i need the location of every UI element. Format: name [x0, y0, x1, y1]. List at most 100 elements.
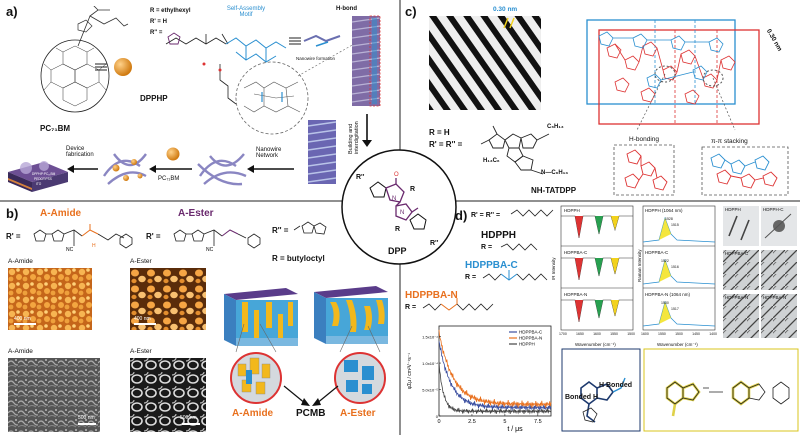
legend-label-2: HDPPH: [519, 342, 535, 347]
hdpph-chain: [500, 243, 538, 251]
tem-label-3: HDPPBA-C: [725, 251, 749, 256]
hdppban-label: HDPPBA-N: [405, 290, 458, 301]
y-tick-label-0: 0: [436, 414, 439, 419]
panel-a: a) PC₇₁BM R = ethylhexyl R' = H R'' = Se…: [0, 0, 398, 200]
equivalence-icon: [95, 63, 107, 71]
device-layer-1: DPPHP:PC₇₁BM: [32, 172, 56, 176]
stylized-molecule: [303, 34, 341, 47]
chem-box-1: [561, 348, 641, 432]
chem-box-2: [643, 348, 799, 432]
spacing-label-left: 0.30 nm: [493, 6, 518, 13]
pc71bm-sphere-small: [166, 147, 180, 161]
left-arrow-2: [149, 165, 192, 173]
tem-label-1: HDPPH: [725, 207, 741, 212]
bonded-h-label: Bonded H: [565, 394, 599, 401]
ir-tick-4: 1550: [610, 332, 618, 336]
raman-peak-2: 1515: [671, 223, 679, 227]
pi-stacking-inset: [701, 146, 789, 196]
ir-y-label: IR Intensity: [551, 257, 556, 280]
raman-spectra-panel: [642, 205, 716, 331]
hexyl-label-1: C₆H₁₃: [547, 124, 564, 130]
amide-sidechain: NC H: [33, 224, 133, 252]
raman-tick-5: 1400: [709, 332, 717, 336]
y-tick-label-2: 1.0x10⁻⁴: [422, 361, 438, 366]
device-layer-2: PEDOT:PSS: [34, 177, 52, 181]
ir-x-label: Wavenumber (cm⁻¹): [575, 342, 616, 347]
pc71bm-sphere: [114, 58, 132, 76]
morphology-block-ester: [314, 286, 388, 344]
nanowire-network: [197, 153, 247, 186]
raman-panel-label-2: HDPPBA-C: [645, 250, 669, 255]
dpp-r-n1: R: [410, 186, 416, 193]
chart-plot-frame: [438, 325, 552, 417]
panel-d-label: d): [455, 208, 468, 223]
panel-c-label: c): [405, 4, 417, 19]
block-label-ester: Cathode: [334, 282, 348, 286]
tem-image-2: [761, 206, 797, 246]
x-axis-label: t / μs: [507, 426, 523, 433]
zoom-circle-amide: [230, 352, 282, 404]
y-tick-label-1: 5.0x10⁻⁵: [422, 387, 438, 392]
y-tick-label-3: 1.5x10⁻⁴: [422, 334, 438, 339]
tem-image-1: [723, 206, 759, 246]
dpp-r-n2: R: [395, 226, 401, 233]
svg-text:N: N: [392, 196, 396, 202]
self-assembly-label: Self-Assembly Motif: [226, 6, 266, 18]
nanowire-formation-label: Nanowire formation: [296, 56, 336, 61]
pc71bm-label: PC₇₁BM: [40, 124, 71, 133]
result-ester-label: A-Ester: [340, 408, 376, 419]
svg-text:H: H: [92, 243, 96, 249]
hbonding-label: H-bonding: [629, 136, 659, 143]
d-rp-def: R' = R'' =: [471, 212, 501, 219]
sem-image-amide: [8, 358, 100, 432]
scale-label-sem-amide: 500 nm: [78, 415, 95, 421]
afm-image-amide: [8, 268, 92, 330]
panel-b-label: b): [6, 206, 19, 221]
hdppban-chain: [422, 298, 494, 311]
inset-connectors: [636, 73, 736, 131]
morphology-block-amide: [224, 288, 298, 346]
afm-ester-caption: A-Ester: [130, 258, 152, 265]
left-arrow-1: [247, 165, 294, 173]
hdppbac-label: HDPPBA-C: [465, 260, 518, 271]
tem-image-3: [723, 250, 759, 290]
tatdpp-sidechain: [480, 125, 550, 175]
raman-y-label: Raman Intensity: [637, 249, 642, 282]
nanowire-network-label: Nanowire Network: [256, 147, 282, 159]
raman-peak-4: 1516: [671, 265, 679, 269]
ir-spectra-panel: [560, 205, 634, 331]
left-arrow-3: [67, 165, 98, 173]
hexyl-label-2: H₁₃C₆: [483, 158, 500, 164]
hdppbac-chain: [482, 270, 548, 281]
tem-image-6: [761, 294, 797, 338]
raman-x-label: Wavenumber (cm⁻¹): [657, 342, 698, 347]
ir-tick-2: 1650: [576, 332, 584, 336]
dpphp-label: DPPHP: [140, 94, 168, 103]
r-def-butyloctyl: R = butyloctyl: [272, 254, 325, 263]
ir-tick-5: 1500: [627, 332, 635, 336]
ester-sidechain: NC: [173, 229, 261, 252]
pi-stacking-label: π-π stacking: [711, 138, 748, 145]
ir-tick-3: 1600: [593, 332, 601, 336]
raman-tick-1: 1600: [641, 332, 649, 336]
raman-tick-3: 1500: [675, 332, 683, 336]
a-amide-title: A-Amide: [40, 208, 82, 219]
tem-label-5: HDPPBA-N: [763, 295, 787, 300]
panel-a-label: a): [6, 4, 18, 19]
d-alkyl-chain: [510, 209, 554, 217]
y-axis-label: φΣμ / cm²V⁻¹s⁻¹: [407, 353, 413, 389]
afm-amide-caption: A-Amide: [8, 258, 33, 265]
scale-bar-afm-amide: [14, 323, 36, 325]
h-bonded-label: H Bonded: [599, 382, 633, 389]
rp-definition: R' = H: [150, 19, 167, 25]
x-tick-label-3: 7.5: [534, 419, 542, 425]
ir-ticks: 1700 1650 1600 1550 1500: [559, 332, 635, 336]
r-definition: R = ethylhexyl: [150, 8, 191, 14]
raman-peak-6: 1517: [671, 307, 679, 311]
scale-bar-afm-ester: [134, 323, 156, 325]
dpp-r-top: R'': [356, 174, 365, 181]
scale-label-afm-ester: 400 nm: [134, 316, 151, 322]
scale-bar-sem-ester: [182, 423, 200, 425]
hdpph-label: HDPPH: [481, 230, 517, 241]
